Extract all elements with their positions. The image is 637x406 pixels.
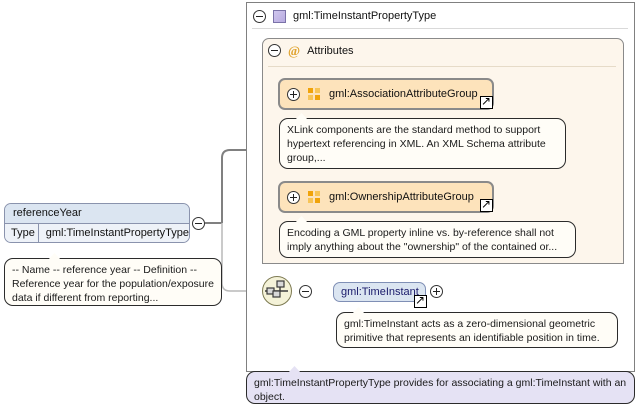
- external-link-icon[interactable]: [480, 94, 493, 109]
- association-expand-toggle[interactable]: [287, 87, 300, 101]
- element-gml-timeinstant[interactable]: gml:TimeInstant: [333, 282, 427, 308]
- callout-tail: [352, 307, 365, 314]
- complextype-header: gml:TimeInstantPropertyType: [248, 4, 633, 28]
- association-documentation-text: XLink components are the standard method…: [287, 124, 546, 164]
- complextype-documentation-text: gml:TimeInstantPropertyType provides for…: [254, 377, 627, 403]
- complextype-collapse-toggle[interactable]: [253, 9, 266, 23]
- attributes-header: @ Attributes: [268, 44, 354, 57]
- attributes-divider: [268, 66, 616, 67]
- sequence-collapse-toggle[interactable]: [299, 285, 312, 298]
- element-type-key: Type: [5, 224, 39, 242]
- attributes-collapse-toggle[interactable]: [268, 44, 281, 57]
- reference-year-documentation-callout: -- Name -- reference year -- Definition …: [4, 253, 222, 306]
- callout-tail: [48, 253, 61, 260]
- attributes-label: Attributes: [307, 44, 354, 57]
- attribute-group-ownership[interactable]: gml:OwnershipAttributeGroup: [278, 181, 494, 213]
- callout-tail: [295, 113, 308, 120]
- timeinstant-label: gml:TimeInstant: [341, 286, 419, 298]
- timeinstant-documentation-text: gml:TimeInstant acts as a zero-dimension…: [344, 318, 600, 344]
- ownership-attributegroup-label: gml:OwnershipAttributeGroup: [329, 191, 474, 203]
- element-type-row: Type gml:TimeInstantPropertyType: [5, 224, 189, 242]
- callout-tail: [288, 366, 301, 373]
- association-attributegroup-label: gml:AssociationAttributeGroup: [329, 88, 478, 100]
- attribute-group-icon: [308, 88, 321, 100]
- complextype-documentation-callout: gml:TimeInstantPropertyType provides for…: [246, 366, 635, 404]
- element-name: referenceYear: [5, 204, 189, 224]
- complextype-icon: [273, 9, 286, 23]
- external-link-icon[interactable]: [480, 197, 493, 212]
- at-icon: @: [288, 43, 301, 58]
- association-documentation-callout: XLink components are the standard method…: [279, 113, 566, 169]
- ownership-expand-toggle[interactable]: [287, 190, 300, 204]
- complextype-name: gml:TimeInstantPropertyType: [293, 10, 437, 22]
- ownership-documentation-text: Encoding a GML property inline vs. by-re…: [287, 227, 558, 253]
- timeinstant-expand-toggle[interactable]: [430, 285, 443, 298]
- external-link-icon[interactable]: [414, 293, 427, 308]
- reference-year-collapse-toggle[interactable]: [192, 217, 205, 230]
- element-type-value: gml:TimeInstantPropertyType: [45, 227, 189, 239]
- header-divider: [252, 28, 628, 29]
- attribute-group-association[interactable]: gml:AssociationAttributeGroup: [278, 78, 494, 110]
- element-reference-year[interactable]: referenceYear Type gml:TimeInstantProper…: [4, 203, 190, 243]
- ownership-documentation-callout: Encoding a GML property inline vs. by-re…: [279, 216, 576, 258]
- reference-year-documentation-text: -- Name -- reference year -- Definition …: [12, 264, 214, 304]
- callout-tail: [295, 216, 308, 223]
- attribute-group-icon: [308, 191, 321, 203]
- sequence-icon[interactable]: [262, 276, 292, 306]
- timeinstant-documentation-callout: gml:TimeInstant acts as a zero-dimension…: [336, 307, 618, 348]
